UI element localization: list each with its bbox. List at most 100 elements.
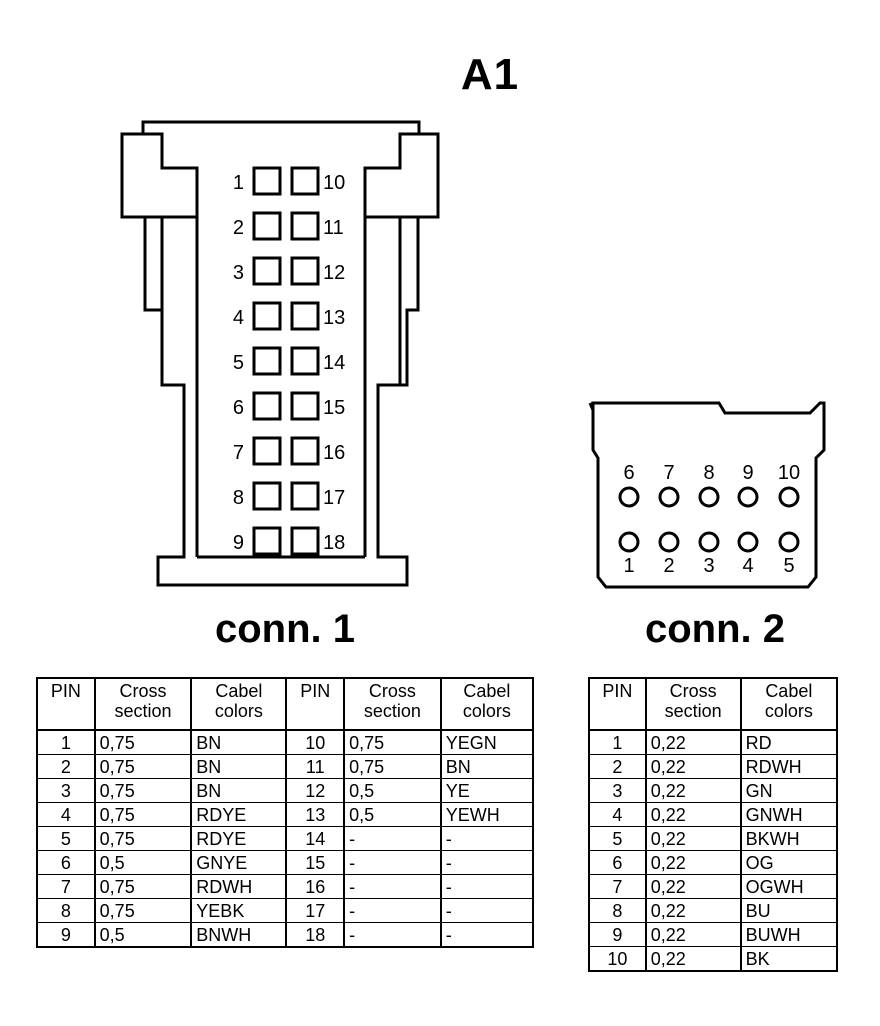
connector1-housing bbox=[120, 120, 440, 587]
pin-number: 7 bbox=[233, 442, 244, 464]
pin-socket bbox=[290, 481, 320, 511]
pin-number: 13 bbox=[323, 307, 345, 329]
table-cell: - bbox=[439, 850, 535, 875]
header-pin: PIN bbox=[588, 677, 647, 731]
pin-socket bbox=[290, 391, 320, 421]
table-cell: - bbox=[343, 850, 442, 875]
pin-contact bbox=[658, 486, 680, 508]
table-cell: - bbox=[343, 874, 442, 899]
table-cell: 0,22 bbox=[644, 874, 742, 899]
pin-contact bbox=[658, 531, 680, 553]
pin-contact bbox=[618, 531, 640, 553]
header-text: section bbox=[664, 701, 722, 721]
pin-cell: 16 bbox=[285, 874, 346, 899]
pin-number: 4 bbox=[233, 307, 244, 329]
pin-number: 6 bbox=[623, 462, 634, 484]
pin-contact bbox=[778, 531, 800, 553]
table-cell: 0,75 bbox=[93, 898, 193, 923]
table-cell: BNWH bbox=[190, 922, 288, 948]
connector2-outline bbox=[591, 401, 826, 589]
pin-socket bbox=[290, 301, 320, 331]
table-cell: GNWH bbox=[739, 802, 839, 827]
table-cell: GN bbox=[739, 778, 839, 803]
pin-socket bbox=[252, 256, 282, 286]
pin-contact bbox=[737, 486, 759, 508]
header-text: Cross bbox=[368, 681, 416, 701]
pin-number: 10 bbox=[323, 172, 345, 194]
table-cell: 0,22 bbox=[644, 778, 742, 803]
table-cell: - bbox=[343, 922, 442, 948]
header-text: section bbox=[363, 701, 421, 721]
table-cell: BN bbox=[439, 754, 535, 779]
pin-socket bbox=[252, 166, 282, 196]
pin-contact bbox=[737, 531, 759, 553]
connector2-housing bbox=[588, 401, 826, 589]
pin-cell: 1 bbox=[588, 730, 647, 755]
pin-socket bbox=[252, 211, 282, 241]
table-cell: YEWH bbox=[439, 802, 535, 827]
pin-cell: 8 bbox=[588, 898, 647, 923]
table-cell: 0,22 bbox=[644, 754, 742, 779]
pin-cell: 12 bbox=[285, 778, 346, 803]
table-cell: BKWH bbox=[739, 826, 839, 851]
pin-cell: 1 bbox=[36, 730, 96, 755]
table-cell: RDYE bbox=[190, 826, 288, 851]
table-cell: - bbox=[439, 898, 535, 923]
pin-number: 9 bbox=[742, 462, 753, 484]
pin-cell: 10 bbox=[285, 730, 346, 755]
table-cell: OG bbox=[739, 850, 839, 875]
pin-cell: 11 bbox=[285, 754, 346, 779]
connector1-label: conn. 1 bbox=[214, 607, 356, 651]
pin-number: 8 bbox=[703, 462, 714, 484]
pin-number: 5 bbox=[233, 352, 244, 374]
pin-socket bbox=[290, 346, 320, 376]
table-cell: 0,75 bbox=[343, 730, 442, 755]
pin-contact bbox=[778, 486, 800, 508]
pin-socket bbox=[290, 166, 320, 196]
table-cell: OGWH bbox=[739, 874, 839, 899]
connector2-label: conn. 2 bbox=[644, 607, 786, 651]
pin-socket bbox=[252, 526, 282, 556]
pin-cell: 2 bbox=[36, 754, 96, 779]
pin-number: 9 bbox=[233, 532, 244, 554]
header-text: colors bbox=[214, 701, 263, 721]
pin-number: 1 bbox=[233, 172, 244, 194]
table-cell: GNYE bbox=[190, 850, 288, 875]
pin-number: 17 bbox=[323, 487, 345, 509]
table-cell: YE bbox=[439, 778, 535, 803]
header-pin: PIN bbox=[285, 677, 346, 731]
pin-socket bbox=[252, 346, 282, 376]
table-cell: 0,22 bbox=[644, 802, 742, 827]
table-cell: 0,75 bbox=[93, 826, 193, 851]
table-cell: 0,75 bbox=[93, 874, 193, 899]
pin-number: 15 bbox=[323, 397, 345, 419]
table-cell: 0,22 bbox=[644, 898, 742, 923]
pin-socket bbox=[290, 436, 320, 466]
pin-number: 10 bbox=[778, 462, 800, 484]
pin-number: 14 bbox=[323, 352, 345, 374]
header-text: Cross bbox=[669, 681, 717, 701]
pin-cell: 18 bbox=[285, 922, 346, 948]
pin-socket bbox=[252, 481, 282, 511]
table-cell: 0,75 bbox=[93, 778, 193, 803]
pin-cell: 14 bbox=[285, 826, 346, 851]
pin-cell: 6 bbox=[36, 850, 96, 875]
